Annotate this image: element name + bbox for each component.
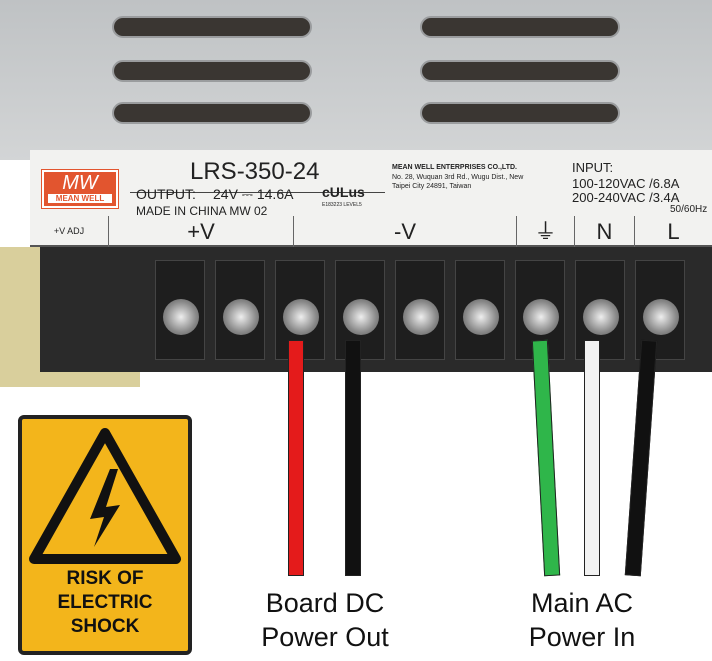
screw-icon: [403, 299, 439, 335]
screw-terminal: [155, 260, 205, 360]
vent-slot: [112, 60, 312, 82]
sign-text: ELECTRIC: [57, 592, 153, 613]
screw-terminal: [575, 260, 625, 360]
output-value: 24V ⎓ 14.6A: [213, 186, 294, 202]
caption-line: Power Out: [261, 622, 389, 652]
screw-icon: [643, 299, 679, 335]
electric-shock-warning-icon: [29, 428, 181, 564]
input-label: INPUT:: [572, 160, 614, 175]
frequency: 50/60Hz: [670, 204, 708, 215]
terminal-adj: +V ADJ: [53, 226, 85, 236]
psu-casing: [0, 0, 712, 160]
screw-icon: [223, 299, 259, 335]
dc-caption: Board DC Power Out: [225, 586, 425, 654]
output-label: OUTPUT:: [136, 186, 196, 202]
white-wire: [584, 340, 600, 576]
warning-sign: RISK OF ELECTRIC SHOCK: [18, 415, 192, 655]
vent-slot: [420, 16, 620, 38]
caption-line: Main AC: [530, 588, 634, 618]
input-range: 200-240VAC /3.4A: [572, 190, 680, 205]
screw-icon: [283, 299, 319, 335]
black-wire: [345, 340, 361, 576]
screw-icon: [523, 299, 559, 335]
vent-slot: [112, 102, 312, 124]
screw-terminal: [455, 260, 505, 360]
ul-mark: cULus: [322, 184, 365, 200]
ac-caption: Main AC Power In: [482, 586, 682, 654]
model-number: LRS-350-24: [190, 158, 320, 185]
address: No. 28, Wuquan 3rd Rd., Wugu Dist., New: [392, 174, 524, 181]
screw-terminal: [215, 260, 265, 360]
terminal-neutral: N: [574, 216, 634, 247]
screw-icon: [343, 299, 379, 335]
vent-slot: [420, 102, 620, 124]
screw-terminal: [395, 260, 445, 360]
sign-text: SHOCK: [70, 616, 140, 637]
black-wire: [624, 339, 658, 577]
vent-slot: [420, 60, 620, 82]
input-range: 100-120VAC /6.8A: [572, 176, 680, 191]
ul-file: E183223 LEVEL5: [322, 202, 362, 208]
caption-line: Board DC: [265, 588, 385, 618]
screw-icon: [583, 299, 619, 335]
red-wire: [288, 340, 304, 576]
caption-line: Power In: [528, 622, 636, 652]
green-wire: [531, 339, 561, 577]
screw-icon: [463, 299, 499, 335]
screw-icon: [163, 299, 199, 335]
divider: [130, 192, 385, 193]
terminal-live: L: [634, 216, 712, 247]
sign-text: RISK OF: [66, 568, 144, 589]
company: MEAN WELL ENTERPRISES CO.,LTD.: [392, 164, 517, 171]
terminal-ground: ⏚: [516, 216, 574, 247]
vent-slot: [112, 16, 312, 38]
made-in: MADE IN CHINA MW 02: [136, 204, 268, 218]
terminal-plus-v: +V: [108, 216, 293, 247]
address: Taipei City 24891, Taiwan: [392, 183, 472, 190]
terminal-minus-v: -V: [293, 216, 516, 247]
